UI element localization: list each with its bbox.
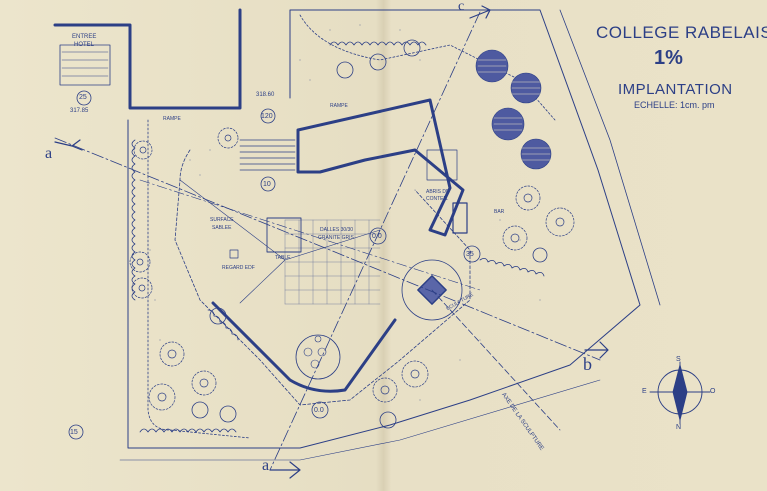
- axis-line-a: [54, 137, 601, 361]
- level-perron-ref: 318.60: [256, 92, 275, 98]
- level-circle-angle: [68, 424, 84, 440]
- rampe-left-label: RAMPE: [163, 116, 181, 122]
- level-escalier: 10: [263, 181, 271, 188]
- compass-rose: [649, 361, 711, 425]
- table-square: [266, 217, 302, 253]
- level-circle-centre: [369, 227, 387, 245]
- street-edge: [559, 9, 661, 306]
- level-entree: 25: [79, 94, 87, 101]
- shelter-box: [426, 149, 458, 181]
- hedge-diag: [207, 309, 239, 341]
- compass-south: S: [676, 356, 681, 363]
- hedge-bottom: [139, 428, 237, 433]
- section-arrow-d: [269, 461, 301, 479]
- granite-grid: [284, 219, 381, 305]
- level-circle-escalier: [260, 176, 276, 192]
- bench: [452, 202, 468, 234]
- scale-label: ECHELLE: 1cm. pm: [634, 100, 715, 110]
- path-top: [299, 14, 556, 121]
- section-mark-c: c: [458, 0, 465, 14]
- abri-label-1: ABRIS DE: [426, 189, 450, 195]
- bar-label: BAR: [494, 209, 505, 215]
- level-centre: 0.0: [372, 233, 382, 240]
- compass-north: N: [676, 424, 682, 431]
- sculpture-platform: [401, 259, 463, 321]
- compass-east: E: [642, 388, 647, 395]
- hedge-top: [329, 41, 427, 46]
- planter-outline: [147, 119, 251, 439]
- hatched-trees: [475, 49, 552, 170]
- section-mark-d: a: [262, 457, 270, 474]
- level-entree-ref: 317.85: [70, 108, 89, 114]
- level-circle-sculpture: [463, 245, 481, 263]
- level-sculpture: 35: [466, 251, 474, 258]
- section-mark-a: a: [45, 145, 53, 162]
- trees-outline: [191, 39, 548, 429]
- section-arrow-b: [584, 341, 609, 359]
- percent-label: 1%: [654, 47, 683, 69]
- dalles-label-2: GRANITE GRIS: [318, 235, 354, 241]
- surface-label-1: SURFACE: [210, 217, 234, 223]
- paving-diag: [179, 179, 381, 304]
- entrance-label-1: ENTREE: [72, 34, 97, 40]
- site-boundary: [127, 9, 641, 449]
- stair-block: [59, 44, 111, 86]
- axis-sculpture: [431, 289, 561, 431]
- fountain: [295, 334, 341, 380]
- hedge-left: [131, 139, 136, 301]
- level-bas: 0.0: [314, 407, 324, 414]
- curb-line: [119, 379, 601, 461]
- hedge-right: [479, 258, 545, 277]
- main-building-outline: [296, 98, 465, 237]
- stair-lines: [61, 51, 109, 77]
- regard-square: [229, 249, 239, 259]
- surface-label-2: SABLEE: [212, 225, 232, 231]
- level-angle: 15: [70, 429, 78, 436]
- level-circle-entree: [76, 90, 92, 106]
- dalles-label-1: DALLES 30/30: [320, 227, 354, 233]
- plan-heading: IMPLANTATION: [618, 81, 733, 98]
- entrance-label-2: HOTEL: [74, 42, 95, 48]
- level-perron: 120: [261, 113, 273, 120]
- starburst-trees: [129, 127, 575, 411]
- regard-label: REGARD EDF: [222, 265, 255, 271]
- sand-texture: [149, 24, 541, 401]
- axis-line-c: [269, 11, 481, 471]
- abri-label-2: CONTEN.: [426, 196, 449, 202]
- school-name: COLLEGE RABELAIS: [596, 23, 767, 42]
- entry-steps: [239, 139, 296, 171]
- compass-west: O: [710, 388, 716, 395]
- level-circle-perron: [260, 108, 276, 124]
- section-arrow-a: [54, 139, 83, 151]
- level-circle-bas: [311, 401, 329, 419]
- axis-d: [139, 179, 481, 291]
- table-label: TABLE: [275, 255, 291, 261]
- section-mark-b: b: [583, 354, 592, 374]
- section-arrow-c: [469, 5, 491, 19]
- building-wall-topleft: [53, 8, 242, 110]
- sculpture-wall: [211, 301, 397, 393]
- rampe-top-label: RAMPE: [330, 103, 348, 109]
